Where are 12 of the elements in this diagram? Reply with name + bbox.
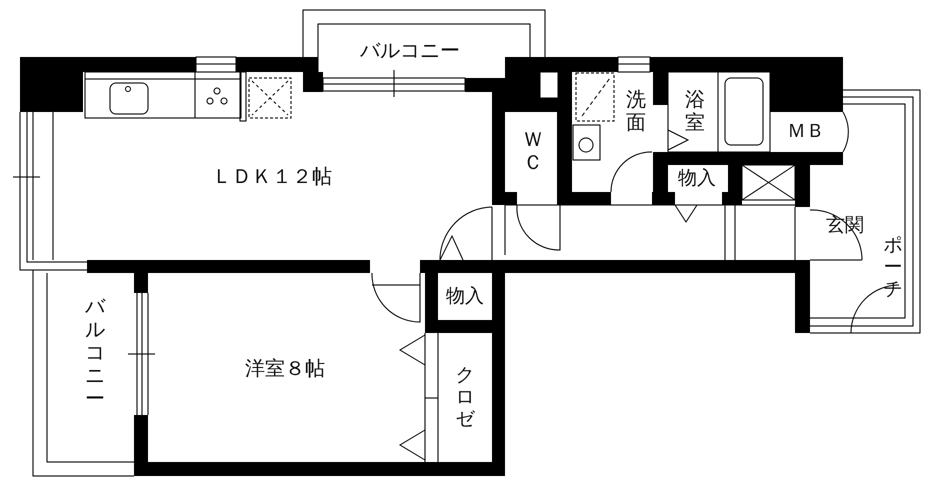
room-label: 浴室 [684,88,706,134]
room-label: ＬＤＫ１２帖 [212,166,332,186]
room-label: ＭＢ [787,122,825,142]
room-label: 洗面 [626,88,646,134]
room-label: 物入 [446,287,484,307]
room-label: クロゼ [455,365,475,431]
room-label: バルコニー [360,40,460,60]
room-label: ＷＣ [522,128,544,174]
room-label: バルコニー [84,294,106,410]
room-label: 洋室８帖 [245,358,325,378]
room-label: 玄関 [826,216,864,236]
room-label: 物入 [678,169,716,189]
